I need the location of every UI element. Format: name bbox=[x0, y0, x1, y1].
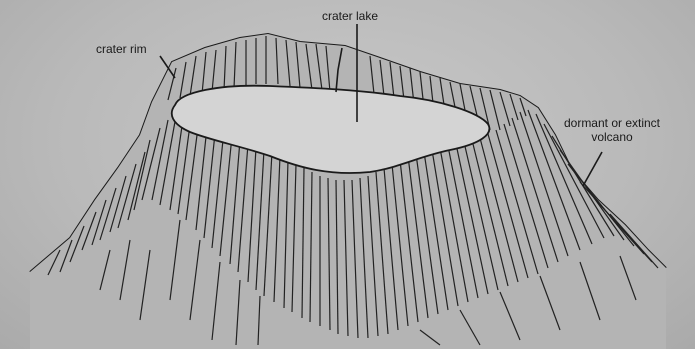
dormant-volcano-leader bbox=[583, 152, 602, 186]
volcano-body bbox=[30, 34, 666, 349]
dormant-volcano-label-line1: dormant or extinct bbox=[552, 116, 672, 130]
dormant-volcano-label: dormant or extinct volcano bbox=[552, 116, 672, 144]
crater-rim-label: crater rim bbox=[96, 42, 147, 56]
crater-lake-label: crater lake bbox=[322, 9, 378, 23]
dormant-volcano-label-line2: volcano bbox=[552, 130, 672, 144]
